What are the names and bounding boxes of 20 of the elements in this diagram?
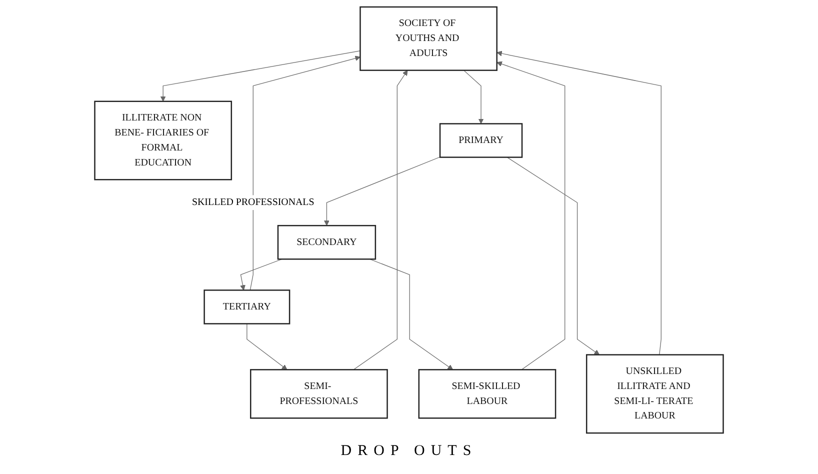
arrow bbox=[246, 323, 288, 370]
arrow bbox=[463, 70, 484, 124]
node-box: TERTIARY bbox=[204, 290, 290, 324]
node-box: PRIMARY bbox=[439, 123, 523, 158]
arrow bbox=[160, 50, 361, 102]
arrow bbox=[240, 258, 282, 290]
label: DROP OUTS bbox=[340, 443, 478, 459]
arrow bbox=[324, 156, 440, 226]
arrow bbox=[496, 50, 662, 356]
arrow bbox=[506, 156, 600, 356]
node-box: ILLITERATE NON BENE- FICIARIES OF FORMAL EDUCATION bbox=[94, 100, 232, 180]
node-box: SEMI-SKILLED LABOUR bbox=[418, 369, 556, 419]
arrow bbox=[496, 61, 566, 370]
node-box: SEMI- PROFESSIONALS bbox=[250, 369, 388, 419]
node-box: UNSKILLED ILLITRATE AND SEMI-LI- TERATE LABOUR bbox=[586, 354, 724, 434]
node-box: SECONDARY bbox=[277, 224, 376, 260]
arrow bbox=[353, 70, 408, 370]
arrow bbox=[250, 56, 360, 290]
edge-label: SKILLED PROFESSIONALS bbox=[192, 197, 314, 208]
node-box: SOCIETY OF YOUTHS AND ADULTS bbox=[360, 6, 498, 71]
